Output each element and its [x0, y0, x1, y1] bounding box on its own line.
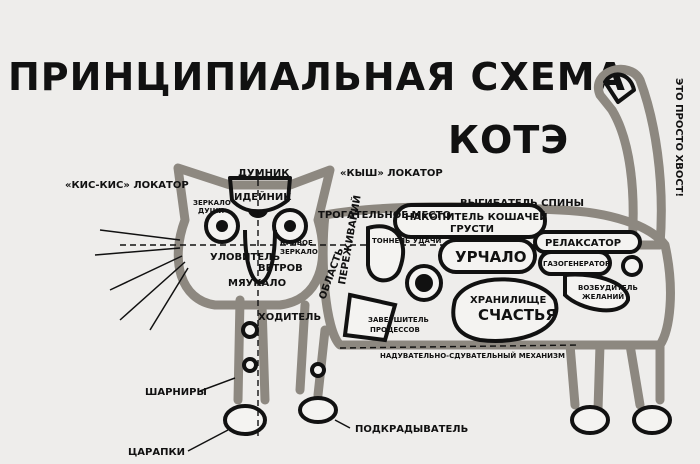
organs	[342, 203, 643, 343]
tail	[593, 64, 666, 250]
inflate-line	[339, 344, 581, 349]
label-hinges: ШАРНИРЫ	[145, 387, 207, 398]
label-claws: ЦАРАПКИ	[128, 447, 185, 458]
label-finisher-1: ЗАВЕРШИТЕЛЬ	[368, 316, 429, 324]
label-happiness-1: ХРАНИЛИЩЕ	[470, 295, 546, 306]
label-mirror-soul-2: ДУШИ	[198, 207, 224, 215]
label-wind-catcher-1: УЛОВИТЕЛЬ	[210, 252, 280, 263]
title-line1: ПРИНЦИПИАЛЬНАЯ СХЕМА	[8, 55, 626, 99]
label-kis-locator: «КИС-КИС» ЛОКАТОР	[65, 180, 189, 191]
label-inflate: НАДУВАТЕЛЬНО-СДУВАТЕЛЬНЫЙ МЕХАНИЗМ	[380, 351, 565, 360]
label-luck-tunnel: ТОННЕЛЬ УДАЧИ	[372, 237, 442, 245]
label-dumnik: ДУМНИК	[238, 168, 290, 179]
label-purrer: УРЧАЛО	[455, 248, 527, 266]
label-meower: МЯУКАЛО	[228, 278, 286, 289]
label-mirror-soul-1: ЗЕРКАЛО	[193, 199, 231, 207]
label-desire-2: ЖЕЛАНИЙ	[582, 292, 624, 301]
label-tail: ЭТО ПРОСТО ХВОСТ!	[673, 78, 684, 197]
label-wind-catcher-2: ВЕТРОВ	[258, 263, 303, 274]
label-walker: ХОДИТЕЛЬ	[258, 312, 321, 323]
label-desire-1: ВОЗБУДИТЕЛЬ	[578, 284, 638, 292]
legs	[223, 295, 672, 436]
label-sadness-1: НАКОПИТЕЛЬ КОШАЧЕЙ	[405, 210, 548, 223]
label-gas-generator: ГАЗОГЕНЕРАТОР	[543, 260, 610, 268]
label-crooked-mirror-2: ЗЕРКАЛО	[280, 248, 318, 256]
title-line2: КОТЭ	[448, 118, 569, 162]
label-kysh-locator: «КЫШ» ЛОКАТОР	[340, 168, 443, 179]
pointer-lines	[187, 377, 351, 452]
label-finisher-2: ПРОЦЕССОВ	[370, 326, 420, 334]
label-touching-place: ТРОГАТЕЛЬНОЕ МЕСТО	[318, 210, 451, 221]
label-happiness-2: СЧАСТЬЯ	[478, 306, 557, 324]
label-sadness-2: ГРУСТИ	[450, 224, 494, 235]
label-relaxator: РЕЛАКСАТОР	[545, 238, 621, 249]
label-back-arch: ВЫГИБАТЕЛЬ СПИНЫ	[460, 198, 584, 209]
label-ideynik: ИДЕЙНИК	[234, 190, 292, 203]
label-sneaker: ПОДКРАДЫВАТЕЛЬ	[355, 424, 468, 435]
face	[94, 170, 560, 440]
label-crooked-mirror-1: КРИВОЕ	[280, 239, 313, 247]
